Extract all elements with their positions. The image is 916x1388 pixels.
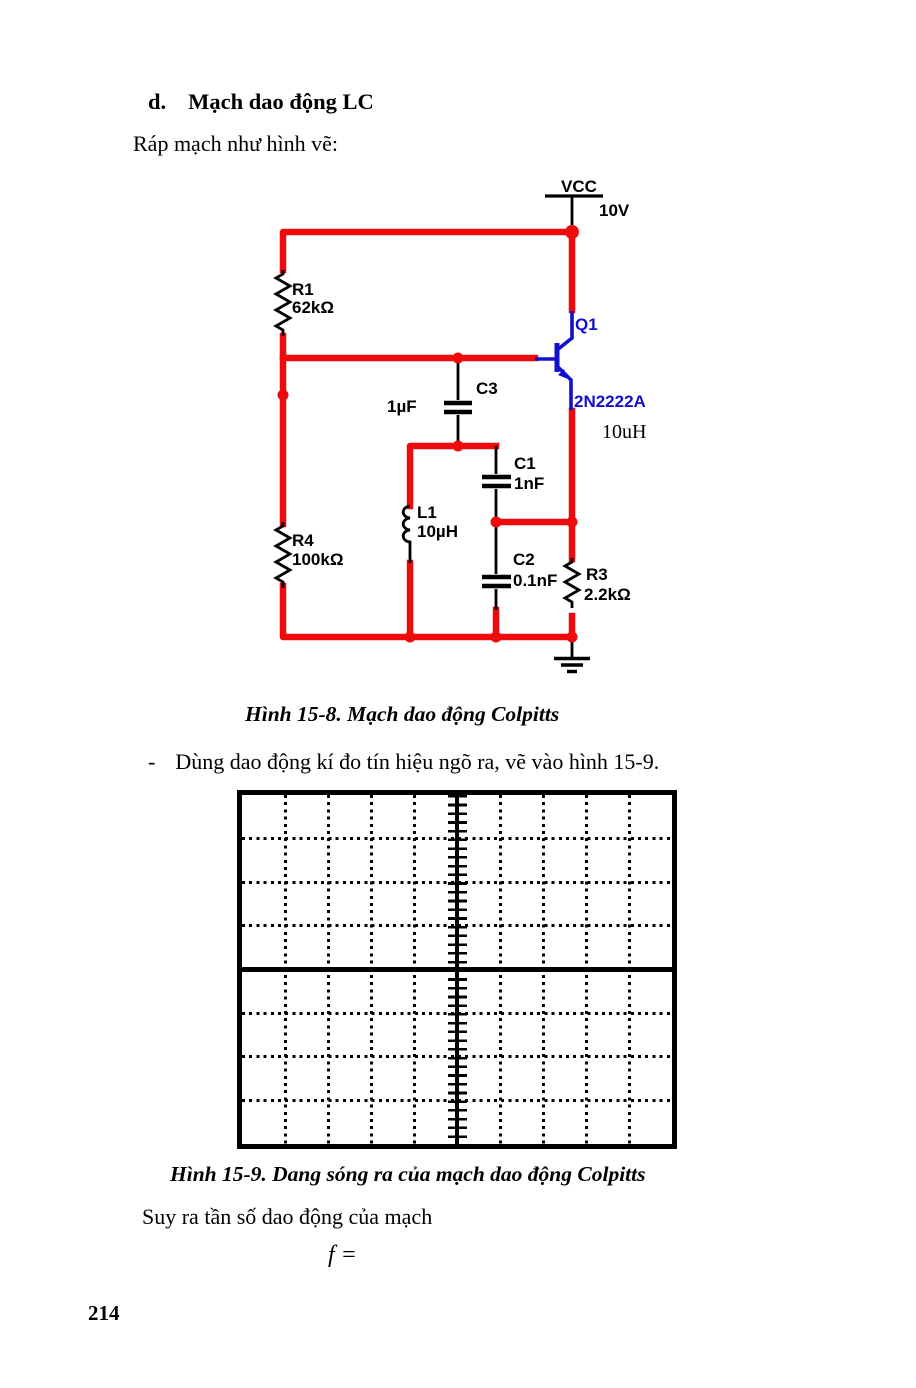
- label-c3-name: C3: [476, 379, 498, 398]
- colpitts-circuit-figure: VCC 10V R1 62kΩ Q1 2N2222A 10uH C3 1µF C…: [273, 177, 646, 674]
- resistor-r3: [562, 558, 582, 608]
- section-title: Mạch dao động LC: [188, 89, 374, 114]
- section-heading: d. Mạch dao động LC: [148, 89, 374, 115]
- label-l1-value: 10µH: [417, 522, 458, 541]
- frequency-formula: f =: [328, 1242, 357, 1268]
- conclusion-paragraph: Suy ra tần số dao động của mạch: [142, 1204, 433, 1229]
- oscilloscope-graticule: [237, 790, 677, 1149]
- label-r1-value: 62kΩ: [292, 298, 334, 317]
- resistor-r4: [273, 522, 293, 588]
- circuit-wires: [279, 228, 579, 641]
- label-r3-value: 2.2kΩ: [584, 585, 631, 604]
- bullet-text: Dùng dao động kí đo tín hiệu ngõ ra, vẽ …: [175, 749, 660, 774]
- intro-paragraph: Ráp mạch như hình vẽ:: [133, 131, 338, 156]
- label-stray-10uh: 10uH: [602, 421, 646, 443]
- inductor-l1: [401, 504, 412, 563]
- label-r1-name: R1: [292, 280, 314, 299]
- label-q1-part: 2N2222A: [574, 392, 646, 411]
- figure-15-8-caption: Hình 15-8. Mạch dao động Colpitts: [245, 702, 560, 726]
- figure-15-9-caption: Hình 15-9. Dang sóng ra của mạch dao độn…: [170, 1162, 646, 1186]
- page-number: 214: [88, 1301, 120, 1325]
- label-vcc: VCC: [561, 177, 597, 196]
- label-q1-name: Q1: [575, 315, 598, 334]
- label-r4-value: 100kΩ: [292, 550, 343, 569]
- label-r3-name: R3: [586, 565, 608, 584]
- label-c1-name: C1: [514, 454, 536, 473]
- label-l1-name: L1: [417, 503, 437, 522]
- label-supply-voltage: 10V: [599, 201, 630, 220]
- transistor-q1: [535, 311, 574, 410]
- junction-dots: [277, 225, 579, 643]
- instruction-bullet: -Dùng dao động kí đo tín hiệu ngõ ra, vẽ…: [148, 749, 659, 775]
- label-c3-value: 1µF: [387, 397, 417, 416]
- circuit-components: [273, 194, 603, 674]
- q1-emitter: [555, 364, 573, 410]
- resistor-r1: [273, 270, 293, 336]
- capacitor-c2-plates: [482, 574, 511, 589]
- q1-collector: [555, 311, 574, 352]
- capacitor-c3-plates: [444, 400, 472, 415]
- q1-emitter-arrow: [558, 369, 568, 379]
- label-c1-value: 1nF: [514, 474, 544, 493]
- label-c2-name: C2: [513, 550, 535, 569]
- bullet-marker: -: [148, 749, 156, 774]
- graticule-center-hline: [242, 967, 672, 972]
- capacitor-c1-plates: [482, 474, 511, 489]
- label-c2-value: 0.1nF: [513, 571, 557, 590]
- section-index: d.: [148, 89, 167, 114]
- label-r4-name: R4: [292, 531, 314, 550]
